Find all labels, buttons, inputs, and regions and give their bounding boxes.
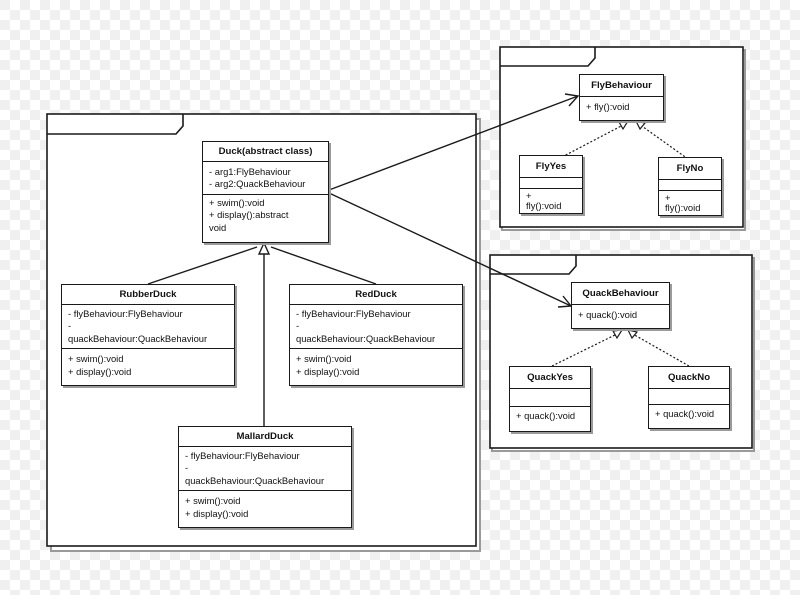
class-name: FlyBehaviour (580, 75, 663, 97)
attributes-section (649, 389, 729, 405)
operations-section: + fly():void (580, 97, 663, 115)
operation: + swim():void (68, 353, 124, 365)
class-name: FlyNo (659, 158, 721, 180)
attribute: - flyBehaviour:FlyBehaviour (185, 450, 300, 461)
operation: + swim():void (296, 353, 352, 365)
attribute: - arg2:QuackBehaviour (209, 178, 306, 190)
class-rubberduck[interactable]: RubberDuck - flyBehaviour:FlyBehaviour -… (61, 284, 235, 386)
operation: + quack():void (516, 410, 576, 421)
class-flybehaviour[interactable]: FlyBehaviour + fly():void (579, 74, 664, 121)
operation: + display():void (185, 507, 249, 519)
operation: + quack():void (655, 408, 715, 419)
operations-section: + quack():void (572, 305, 669, 323)
operations-section: + swim():void + display():void (179, 491, 351, 522)
class-redduck[interactable]: RedDuck - flyBehaviour:FlyBehaviour - qu… (289, 284, 463, 386)
class-quackno[interactable]: QuackNo + quack():void (648, 366, 730, 429)
operations-section: + quack():void (510, 407, 590, 424)
attributes-section: - flyBehaviour:FlyBehaviour - quackBehav… (290, 305, 462, 350)
class-flyno[interactable]: FlyNo + fly():void (658, 157, 722, 216)
class-name: RubberDuck (62, 285, 234, 305)
class-name: QuackYes (510, 367, 590, 389)
operation: + fly():void (586, 101, 630, 112)
attributes-section (510, 389, 590, 407)
attribute: - arg1:FlyBehaviour (209, 166, 291, 177)
operation: + swim():void (209, 196, 265, 208)
attribute: - (185, 462, 189, 474)
class-name: MallardDuck (179, 427, 351, 447)
attributes-section (520, 178, 582, 189)
class-duck[interactable]: Duck(abstract class) - arg1:FlyBehaviour… (202, 141, 329, 243)
class-name: Duck(abstract class) (203, 142, 328, 162)
class-flyyes[interactable]: FlyYes + fly():void (519, 155, 583, 214)
operation: void (209, 221, 227, 233)
operations-section: + swim():void + display():void (290, 349, 462, 380)
attributes-section: - arg1:FlyBehaviour - arg2:QuackBehaviou… (203, 162, 328, 195)
class-quackyes[interactable]: QuackYes + quack():void (509, 366, 591, 432)
attributes-section: - flyBehaviour:FlyBehaviour - quackBehav… (179, 447, 351, 492)
attribute: - flyBehaviour:FlyBehaviour (296, 308, 411, 319)
operation: fly():void (526, 200, 562, 211)
attribute: - (68, 320, 72, 332)
class-name: QuackNo (649, 367, 729, 389)
class-name: QuackBehaviour (572, 283, 669, 305)
operations-section: + fly():void (520, 189, 582, 213)
attribute: quackBehaviour:QuackBehaviour (296, 332, 436, 344)
operation: + quack():void (578, 309, 638, 320)
operation: + display():void (296, 365, 360, 377)
operations-section: + quack():void (649, 405, 729, 422)
operation: fly():void (665, 202, 701, 213)
operations-section: + swim():void + display():void (62, 349, 234, 380)
class-name: FlyYes (520, 156, 582, 178)
attribute: - (296, 320, 300, 332)
attributes-section (659, 180, 721, 191)
class-name: RedDuck (290, 285, 462, 305)
attributes-section: - flyBehaviour:FlyBehaviour - quackBehav… (62, 305, 234, 350)
class-quackbehaviour[interactable]: QuackBehaviour + quack():void (571, 282, 670, 329)
operation: + display():void (68, 365, 132, 377)
class-mallardduck[interactable]: MallardDuck - flyBehaviour:FlyBehaviour … (178, 426, 352, 528)
operation: + swim():void (185, 495, 241, 507)
attribute: quackBehaviour:QuackBehaviour (185, 474, 325, 486)
operations-section: + swim():void + display():abstract void (203, 195, 328, 236)
operation: + display():abstract (209, 209, 289, 221)
attribute: quackBehaviour:QuackBehaviour (68, 332, 208, 344)
attribute: - flyBehaviour:FlyBehaviour (68, 308, 183, 319)
operations-section: + fly():void (659, 191, 721, 215)
